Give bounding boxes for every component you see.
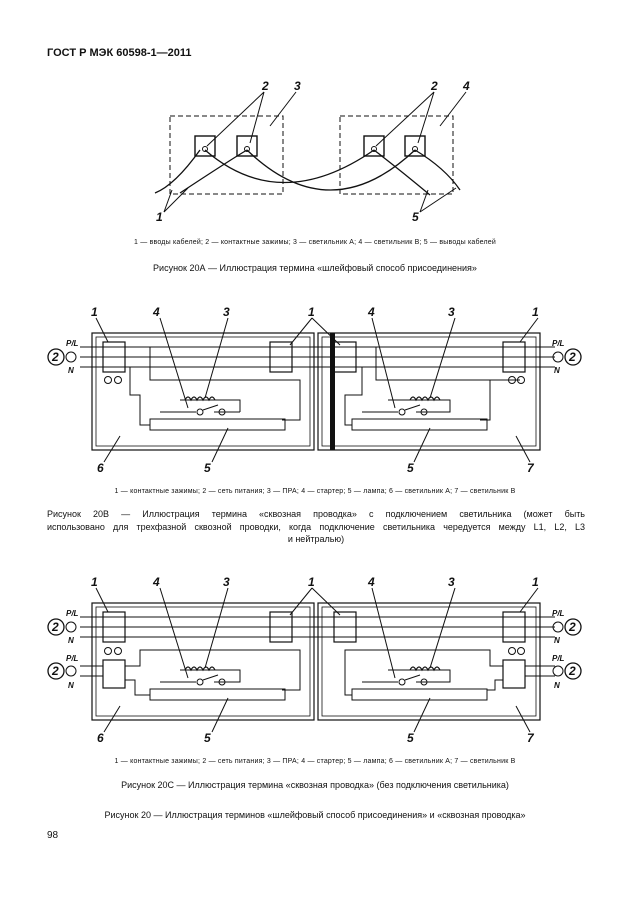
label-1: 1: [91, 575, 98, 589]
label-4: 4: [462, 79, 470, 93]
label-6: 6: [97, 731, 104, 745]
figure-20c-caption: Рисунок 20С — Иллюстрация термина «сквоз…: [121, 780, 509, 790]
figure-20a-legend: 1 — вводы кабелей; 2 — контактные зажимы…: [134, 239, 496, 246]
figure-20c-legend: 1 — контактные зажимы; 2 — сеть питания;…: [114, 758, 516, 765]
phase-label: P/L: [552, 609, 565, 618]
neutral-label: N: [68, 681, 74, 690]
label-3: 3: [448, 575, 455, 589]
phase-label: P/L: [66, 609, 79, 618]
label-4: 4: [367, 305, 375, 319]
label-5: 5: [412, 210, 419, 224]
label-3: 3: [294, 79, 301, 93]
neutral-label: N: [68, 366, 74, 375]
phase-label: P/L: [552, 339, 565, 348]
figure-20b-caption: Рисунок 20В — Иллюстрация термина «сквоз…: [47, 508, 585, 546]
figure-20-main-caption: Рисунок 20 — Иллюстрация терминов «шлейф…: [104, 810, 526, 820]
caption-line: использовано для трехфазной сквозной про…: [47, 521, 585, 532]
label-5: 5: [407, 731, 414, 745]
label-5: 5: [407, 461, 414, 475]
label-1: 1: [532, 305, 539, 319]
label-3: 3: [223, 305, 230, 319]
figure-20c-diagram: 1 4 3 1 4 3 1 6 5 5 7 2 2 2 2 P/L N P/L …: [47, 575, 582, 745]
neutral-label: N: [554, 636, 560, 645]
neutral-label: N: [554, 366, 560, 375]
figure-20b-diagram: 1 4 3 1 4 3 1 6 5 5 7 2 2 P/L N P/L N: [47, 305, 582, 475]
label-4: 4: [367, 575, 375, 589]
mains-symbol-label: 2: [51, 350, 59, 364]
caption-line: Рисунок 20В — Иллюстрация термина «сквоз…: [47, 509, 585, 519]
caption-line: и нейтралью): [287, 534, 345, 544]
label-2: 2: [430, 79, 438, 93]
label-1: 1: [308, 305, 315, 319]
mains-symbol-label: 2: [51, 664, 59, 678]
phase-label: P/L: [66, 654, 79, 663]
mains-symbol-label: 2: [568, 620, 576, 634]
label-5: 5: [204, 731, 211, 745]
label-3: 3: [448, 305, 455, 319]
neutral-label: N: [554, 681, 560, 690]
label-1: 1: [91, 305, 98, 319]
phase-label: P/L: [552, 654, 565, 663]
page-header: ГОСТ Р МЭК 60598-1—2011: [47, 47, 192, 59]
label-1: 1: [156, 210, 163, 224]
label-4: 4: [152, 575, 160, 589]
mains-symbol-label: 2: [51, 620, 59, 634]
mains-symbol-label: 2: [568, 350, 576, 364]
label-5: 5: [204, 461, 211, 475]
label-2: 2: [261, 79, 269, 93]
figure-20a-caption: Рисунок 20А — Иллюстрация термина «шлейф…: [153, 263, 477, 273]
mains-symbol-label: 2: [568, 664, 576, 678]
label-7: 7: [527, 731, 535, 745]
label-7: 7: [527, 461, 535, 475]
label-4: 4: [152, 305, 160, 319]
label-6: 6: [97, 461, 104, 475]
phase-label: P/L: [66, 339, 79, 348]
page-number: 98: [47, 830, 59, 841]
figure-20b-legend: 1 — контактные зажимы; 2 — сеть питания;…: [114, 488, 516, 495]
label-1: 1: [308, 575, 315, 589]
label-1: 1: [532, 575, 539, 589]
figure-20a-diagram: 2 3 2 4 1 5: [154, 79, 470, 224]
label-3: 3: [223, 575, 230, 589]
neutral-label: N: [68, 636, 74, 645]
